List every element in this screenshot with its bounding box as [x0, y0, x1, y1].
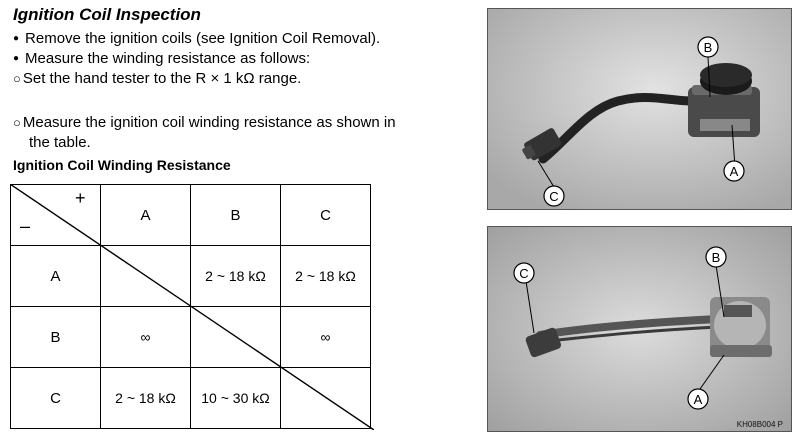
callout-a-bottom: A: [687, 388, 709, 410]
callout-b-bottom: B: [705, 246, 727, 268]
step-measure-cont: the table.: [29, 134, 91, 151]
instruction-text: Ignition Coil Inspection Remove the igni…: [13, 5, 483, 173]
cell-b-a: ∞: [100, 306, 191, 368]
callout-a-top: A: [723, 160, 745, 182]
step-measure: Measure the ignition coil winding resist…: [13, 113, 483, 133]
resistance-table: A B C A 2 ~ 18 kΩ 2 ~ 18 kΩ B ∞ ∞ C 2 ~ …: [10, 184, 371, 429]
bullet-remove-coils: Remove the ignition coils (see Ignition …: [13, 29, 483, 49]
cell-b-c: ∞: [280, 306, 371, 368]
section-title: Ignition Coil Inspection: [13, 5, 201, 24]
cell-a-b: 2 ~ 18 kΩ: [190, 245, 281, 307]
callout-c-bottom: C: [513, 262, 535, 284]
cell-a-c: 2 ~ 18 kΩ: [280, 245, 371, 307]
step-measure-text: Measure the ignition coil winding resist…: [22, 114, 396, 131]
bullet-measure-resistance: Measure the winding resistance as follow…: [13, 49, 483, 69]
callout-b-top-label: B: [704, 40, 713, 55]
coil-photo-bottom-image: C B A: [488, 227, 791, 431]
photo-code: KH08B004 P: [736, 420, 783, 429]
table-title: Ignition Coil Winding Resistance: [13, 157, 231, 173]
callout-c-top-label: C: [549, 189, 558, 204]
table-row: C 2 ~ 18 kΩ 10 ~ 30 kΩ: [10, 367, 371, 429]
step-set-tester-text: Set the hand tester to the R × 1 kΩ rang…: [22, 70, 302, 87]
table-row: B ∞ ∞: [10, 306, 371, 368]
coil-photo-top-image: B A C: [488, 9, 791, 209]
row-header-a: A: [10, 245, 101, 307]
minus-sign: –: [20, 216, 31, 236]
coil-photo-top: B A C: [487, 8, 792, 210]
table-header-row: A B C: [10, 184, 371, 246]
cell-c-c: [280, 367, 371, 429]
row-header-b: B: [10, 306, 101, 368]
callout-c-top: C: [543, 185, 565, 207]
callout-a-bottom-label: A: [694, 392, 703, 407]
plus-sign: +: [75, 188, 86, 208]
cell-b-b: [190, 306, 281, 368]
callout-a-top-label: A: [730, 164, 739, 179]
cell-a-a: [100, 245, 191, 307]
table-row: A 2 ~ 18 kΩ 2 ~ 18 kΩ: [10, 245, 371, 307]
callout-b-bottom-label: B: [712, 250, 721, 265]
col-header-b: B: [190, 184, 281, 246]
row-header-c: C: [10, 367, 101, 429]
cell-c-b: 10 ~ 30 kΩ: [190, 367, 281, 429]
coil-photo-bottom: C B A KH08B004 P: [487, 226, 792, 432]
cell-c-a: 2 ~ 18 kΩ: [100, 367, 191, 429]
callout-b-top: B: [697, 36, 719, 58]
col-header-a: A: [100, 184, 191, 246]
step-set-tester: Set the hand tester to the R × 1 kΩ rang…: [13, 69, 483, 89]
callout-c-bottom-label: C: [519, 266, 528, 281]
col-header-c: C: [280, 184, 371, 246]
